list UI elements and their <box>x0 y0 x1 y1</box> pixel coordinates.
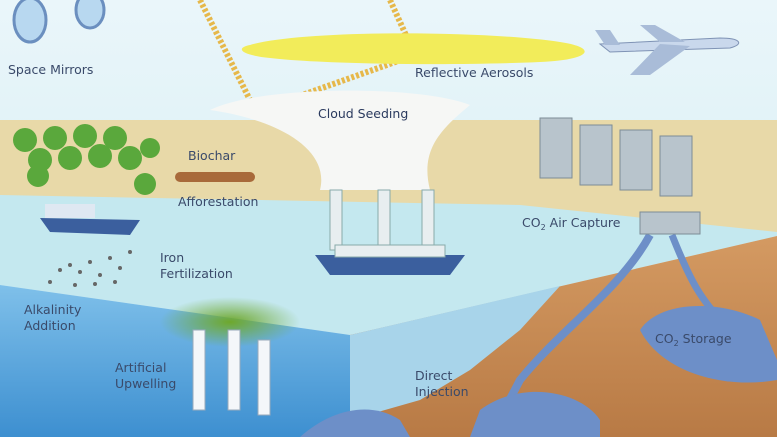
seeding-cloud <box>210 90 470 190</box>
label-reflective-aerosols: Reflective Aerosols <box>415 65 533 80</box>
label-co2-storage: CO2 Storage <box>655 331 732 348</box>
co2-reservoir <box>640 306 777 383</box>
label-upwelling-2: Upwelling <box>115 376 176 391</box>
label-upwelling-1: Artificial <box>115 360 166 375</box>
storage-pipe <box>486 233 654 437</box>
airplane <box>595 25 740 75</box>
ship-deck <box>45 204 95 218</box>
injection-pool <box>300 409 410 437</box>
biochar-log <box>175 172 255 182</box>
label-iron-fertilization-1: Iron <box>160 250 184 265</box>
upwelling-pipes <box>192 329 271 416</box>
air-capture-panels <box>539 117 701 235</box>
label-alkalinity-1: Alkalinity <box>24 302 82 317</box>
space-mirror <box>12 0 48 44</box>
aerosol-layer <box>241 33 585 65</box>
label-co2-air-capture: CO2 Air Capture <box>522 215 621 232</box>
label-biochar: Biochar <box>188 148 236 163</box>
label-alkalinity-2: Addition <box>24 318 76 333</box>
label-cloud-seeding: Cloud Seeding <box>318 106 408 121</box>
co2-reservoir <box>470 391 600 437</box>
seeding-platform <box>315 189 465 275</box>
label-space-mirrors: Space Mirrors <box>8 62 93 77</box>
iron-particles <box>48 250 132 287</box>
ship <box>40 218 140 235</box>
label-direct-injection-2: Injection <box>415 384 469 399</box>
label-iron-fertilization-2: Fertilization <box>160 266 233 281</box>
label-afforestation: Afforestation <box>178 194 258 209</box>
ocean-side <box>350 286 560 420</box>
sunlight-beam <box>197 0 253 102</box>
label-direct-injection-1: Direct <box>415 368 453 383</box>
space-mirror <box>74 0 106 30</box>
forest <box>13 124 160 195</box>
